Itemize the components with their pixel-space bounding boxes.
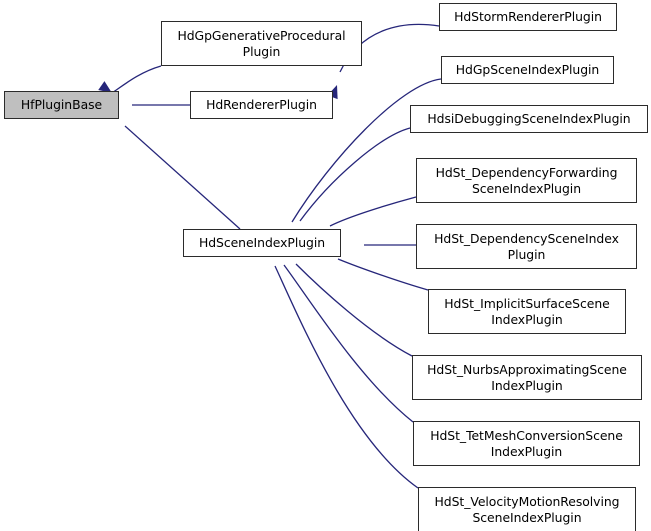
class-node-label: HdSt_VelocityMotionResolving SceneIndexP… [434, 494, 620, 525]
class-node-label: HdSt_NurbsApproximatingScene IndexPlugin [427, 362, 627, 393]
class-node-label: HdSceneIndexPlugin [198, 235, 326, 251]
class-node-hd-gp-generative-procedural-plugin[interactable]: HdGpGenerativeProcedural Plugin [161, 21, 362, 66]
class-node-label: HdGpGenerativeProcedural Plugin [177, 28, 346, 59]
class-node-hdst-dependency-scene-index-plugin[interactable]: HdSt_DependencySceneIndex Plugin [416, 224, 637, 269]
inheritance-edge-e-depfwd-to-sip [329, 196, 417, 227]
inheritance-edge-e-gp-si-to-sip [291, 78, 442, 223]
inheritance-edge-e-sceneindex-to-base [124, 125, 241, 230]
class-node-label: HdSt_DependencySceneIndex Plugin [434, 231, 619, 262]
class-node-hdst-dependency-forwarding-scene-index-plugin[interactable]: HdSt_DependencyForwarding SceneIndexPlug… [416, 158, 637, 203]
inheritance-edge-e-gp-gen-to-base [111, 65, 162, 94]
class-node-hdst-tet-mesh-conversion-scene-index-plugin[interactable]: HdSt_TetMeshConversionScene IndexPlugin [413, 421, 640, 466]
class-node-hd-renderer-plugin[interactable]: HdRendererPlugin [190, 91, 333, 119]
inheritance-edge-e-implicit-to-sip [337, 258, 429, 291]
inheritance-edge-e-tet-to-sip [283, 264, 414, 423]
class-node-label: HdsiDebuggingSceneIndexPlugin [427, 111, 631, 127]
inheritance-arrowhead [98, 81, 112, 93]
edge-group [111, 23, 442, 489]
class-node-hdst-implicit-surface-scene-index-plugin[interactable]: HdSt_ImplicitSurfaceScene IndexPlugin [428, 289, 626, 334]
inheritance-edge-e-hdsi-to-sip [299, 127, 411, 222]
class-node-hdsi-debugging-scene-index-plugin[interactable]: HdsiDebuggingSceneIndexPlugin [410, 105, 648, 133]
inheritance-edge-e-velocity-to-sip [274, 265, 419, 489]
class-node-label: HdRendererPlugin [206, 97, 317, 113]
class-node-hdst-nurbs-approximating-scene-index-plugin[interactable]: HdSt_NurbsApproximatingScene IndexPlugin [412, 355, 642, 400]
class-node-hf-plugin-base[interactable]: HfPluginBase [4, 91, 119, 119]
class-node-hd-gp-scene-index-plugin[interactable]: HdGpSceneIndexPlugin [441, 56, 614, 84]
class-node-label: HdSt_DependencyForwarding SceneIndexPlug… [435, 165, 618, 196]
class-node-label: HdSt_TetMeshConversionScene IndexPlugin [430, 428, 623, 459]
inheritance-edge-e-nurbs-to-sip [295, 263, 413, 357]
class-node-hd-storm-renderer-plugin[interactable]: HdStormRendererPlugin [439, 3, 617, 31]
class-node-label: HdGpSceneIndexPlugin [455, 62, 600, 78]
class-node-hdst-velocity-motion-resolving-scene-index-plugin[interactable]: HdSt_VelocityMotionResolving SceneIndexP… [418, 487, 636, 531]
class-node-label: HdStormRendererPlugin [454, 9, 602, 25]
class-node-label: HfPluginBase [20, 97, 103, 113]
class-node-hd-scene-index-plugin[interactable]: HdSceneIndexPlugin [183, 229, 341, 257]
class-node-label: HdSt_ImplicitSurfaceScene IndexPlugin [444, 296, 610, 327]
